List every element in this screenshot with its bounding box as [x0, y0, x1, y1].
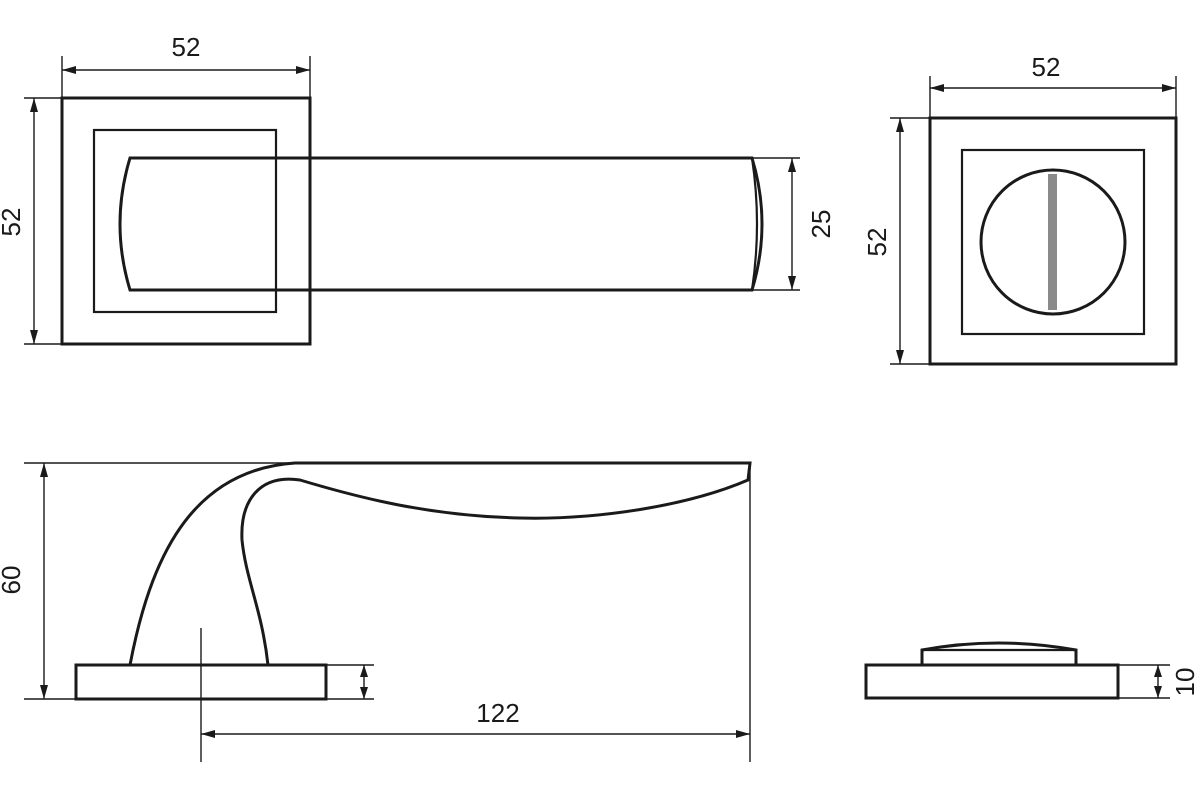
handle-top-view — [60, 96, 764, 346]
rosette-top-view — [928, 116, 1178, 366]
dim-label-handle-top-width: 52 — [172, 32, 201, 62]
dimension-handle-top-width: 52 — [61, 32, 311, 98]
dim-label-rosette-height: 52 — [862, 228, 892, 257]
dimension-lever-length: 122 — [201, 463, 751, 762]
handle-rosette-outer — [60, 96, 312, 346]
dimension-rosette-width: 52 — [929, 52, 1177, 118]
dim-label-rosette-width: 52 — [1032, 52, 1061, 82]
dimension-rosette-thickness: 10 — [1118, 664, 1200, 699]
dim-label-rosette-thickness: 10 — [1170, 668, 1200, 697]
dim-label-handle-height: 60 — [0, 566, 26, 595]
handle-lever-end-curve — [750, 157, 759, 291]
dimension-base-plate-thickness — [326, 664, 374, 700]
rosette-side-knob — [920, 641, 1078, 665]
dim-label-handle-top-height: 52 — [0, 208, 26, 237]
handle-rosette-inner — [92, 128, 278, 314]
rosette-side-view — [864, 641, 1120, 700]
dim-label-lever-length: 122 — [476, 698, 519, 728]
rosette-indicator-slot — [1048, 174, 1057, 310]
dim-label-lever-width: 25 — [806, 210, 836, 239]
handle-side-view — [74, 461, 752, 762]
dimension-rosette-height: 52 — [862, 117, 930, 365]
rosette-outer — [928, 116, 1178, 366]
handle-lever-profile — [128, 461, 752, 666]
rosette-inner — [960, 148, 1146, 336]
dimension-handle-top-height: 52 — [0, 97, 62, 345]
rosette-side-base — [864, 663, 1120, 700]
dimension-handle-height: 60 — [0, 462, 750, 700]
handle-lever-top — [118, 156, 764, 292]
rosette-turn-knob — [979, 168, 1127, 316]
dimension-lever-width: 25 — [752, 157, 836, 291]
